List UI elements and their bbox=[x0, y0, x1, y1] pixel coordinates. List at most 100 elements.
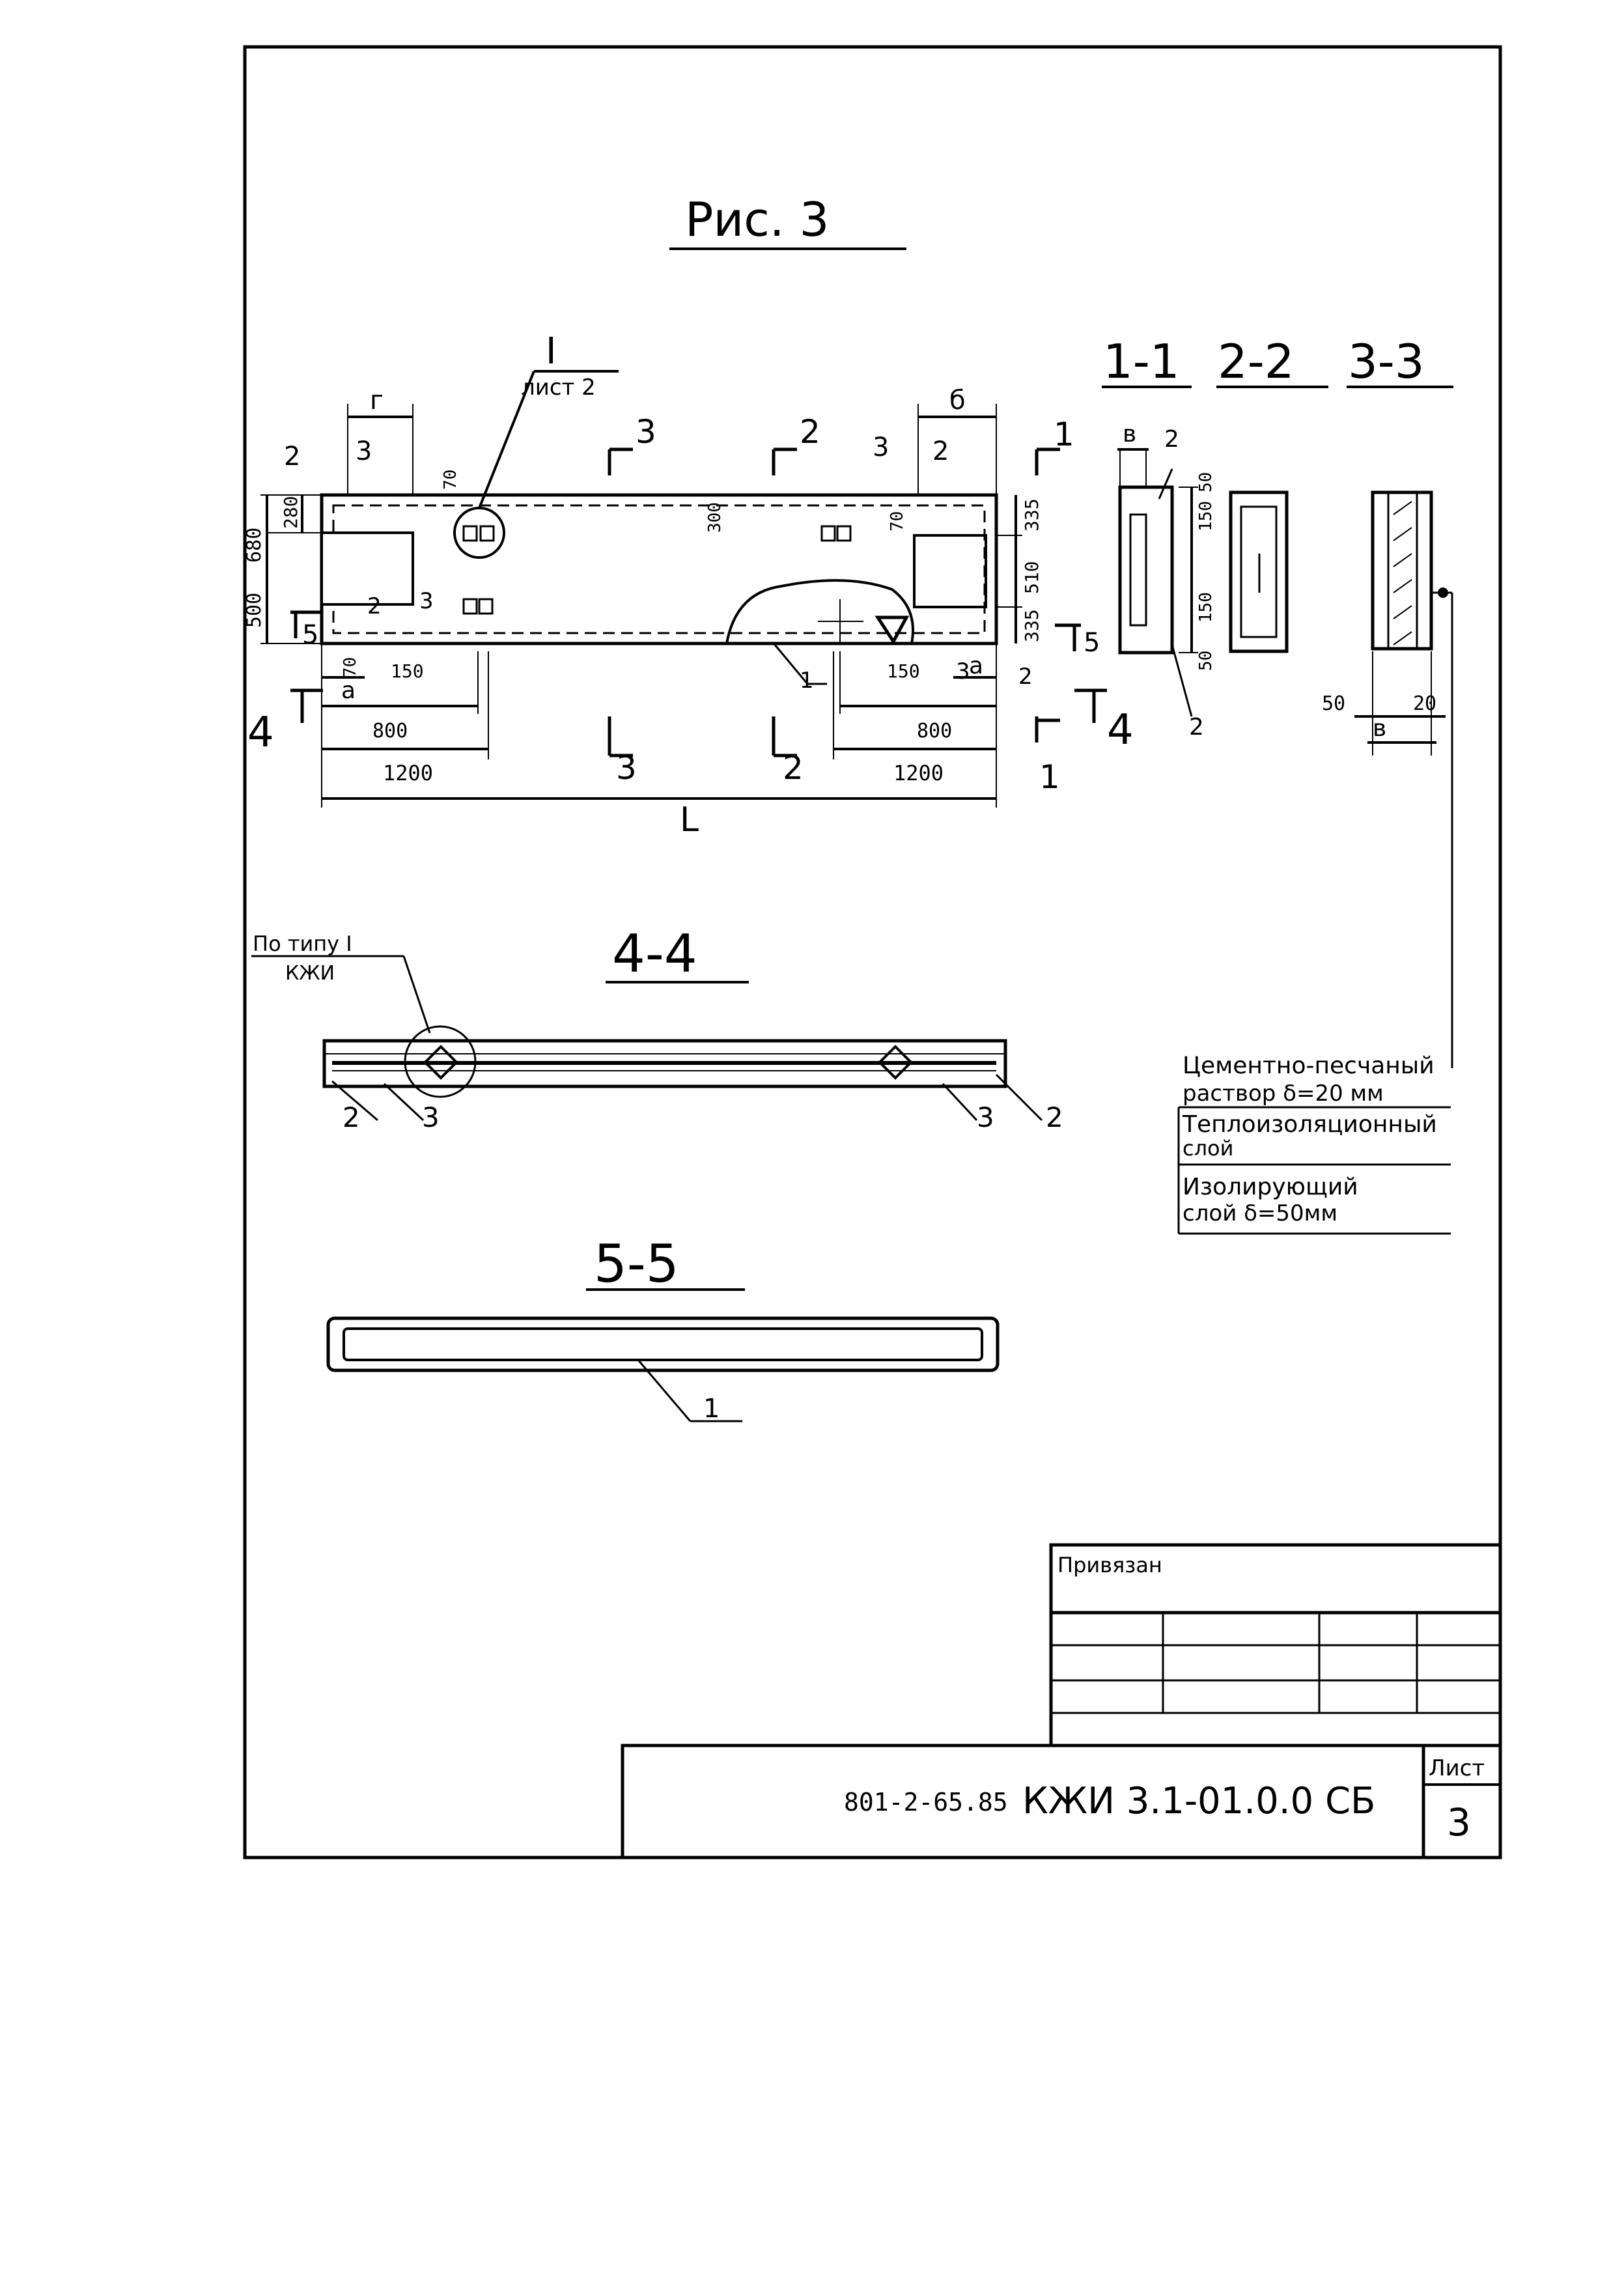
legend-row1-line2: раствор δ=20 мм bbox=[1183, 1081, 1384, 1107]
dim-text-L: L bbox=[680, 800, 699, 840]
embedded-part bbox=[423, 1045, 458, 1080]
dim-text-50: 50 bbox=[1322, 692, 1345, 715]
bound-label: Привязан bbox=[1057, 1553, 1162, 1577]
leader-2 bbox=[995, 1073, 1043, 1122]
pos-label-3: 3 bbox=[356, 436, 372, 466]
figure-title: Рис. 3 bbox=[685, 192, 829, 247]
dim-text-335: 335 bbox=[1021, 609, 1043, 642]
dim-text-300: 300 bbox=[705, 502, 725, 533]
section-outline bbox=[326, 1316, 1000, 1372]
section-outline bbox=[1371, 490, 1433, 651]
section-note-line2: КЖИ bbox=[285, 962, 335, 985]
node-circle bbox=[453, 507, 505, 559]
cut-label-1: 1 bbox=[1054, 416, 1074, 453]
pos-label-3: 3 bbox=[422, 1101, 440, 1133]
sheet-label: Лист bbox=[1429, 1755, 1485, 1781]
section-outline bbox=[322, 1039, 1007, 1088]
cut-label-1: 1 bbox=[1039, 758, 1060, 796]
dim-text-b: б bbox=[949, 386, 966, 416]
insulation-hatch bbox=[1393, 501, 1412, 645]
section-title-2-2: 2-2 bbox=[1218, 334, 1295, 389]
cut-mark-3-top bbox=[608, 447, 633, 475]
dim-text-150: 150 bbox=[391, 660, 424, 682]
leader-1 bbox=[637, 1359, 692, 1422]
section-title-5-5: 5-5 bbox=[594, 1234, 679, 1294]
section-note-line1: По типу I bbox=[253, 931, 352, 956]
dim-text-v: в bbox=[1123, 421, 1136, 447]
cutaway-symbol bbox=[875, 615, 910, 645]
section-title-3-3: 3-3 bbox=[1348, 334, 1425, 389]
dim-text-800: 800 bbox=[372, 720, 408, 742]
leader-2 bbox=[331, 1080, 378, 1122]
node-leader bbox=[478, 371, 535, 509]
node-circle bbox=[404, 1025, 477, 1098]
leader-2 bbox=[1171, 644, 1193, 717]
dim-text-1200: 1200 bbox=[383, 761, 433, 785]
node-ref-label: I bbox=[546, 330, 557, 373]
dim-text-70: 70 bbox=[888, 511, 907, 531]
section-3-3 bbox=[1354, 490, 1453, 1068]
section-1-1 bbox=[1117, 448, 1198, 717]
legend-row3-line2: слой δ=50мм bbox=[1183, 1200, 1337, 1226]
pos-label-1: 1 bbox=[800, 668, 814, 694]
cut-mark-2-top bbox=[772, 447, 797, 475]
dim-text-335: 335 bbox=[1021, 498, 1043, 531]
dim-text-a: а bbox=[969, 653, 983, 679]
dim-text-20: 20 bbox=[1413, 692, 1436, 715]
section-3-3-labels: 50 20 в bbox=[1322, 692, 1436, 742]
pos-label-3: 3 bbox=[419, 588, 434, 614]
cut-label-4: 4 bbox=[247, 709, 274, 757]
dim-text-800: 800 bbox=[917, 720, 952, 742]
leader-3 bbox=[383, 1082, 425, 1122]
dim-text-50: 50 bbox=[1196, 651, 1216, 671]
leader-3 bbox=[942, 1082, 978, 1122]
cut-label-5: 5 bbox=[1084, 628, 1100, 658]
cut-label-4: 4 bbox=[1107, 706, 1134, 754]
section-4-4 bbox=[322, 955, 1043, 1122]
pos-label-2: 2 bbox=[1189, 714, 1204, 741]
dim-text-50: 50 bbox=[1196, 472, 1216, 492]
dim-text-150: 150 bbox=[887, 660, 920, 682]
cut-mark-3-bottom bbox=[608, 716, 633, 757]
note-leader bbox=[402, 955, 431, 1034]
pos-label-3: 3 bbox=[956, 658, 970, 685]
dim-text-g: г bbox=[370, 386, 384, 416]
legend-row1-line1: Цементно-песчаный bbox=[1183, 1053, 1435, 1079]
pos-label-1: 1 bbox=[703, 1394, 720, 1424]
designation-cell bbox=[621, 1744, 1502, 1859]
pos-label-2: 2 bbox=[367, 593, 382, 619]
dim-text-150: 150 bbox=[1196, 592, 1216, 623]
leader-2-top bbox=[1158, 468, 1173, 500]
cutaway-line bbox=[725, 579, 914, 644]
pos-label-2: 2 bbox=[1018, 664, 1033, 690]
sheet-number: 3 bbox=[1447, 1800, 1471, 1845]
cut-mark-4-right bbox=[1074, 688, 1107, 723]
dim-text-a: а bbox=[341, 677, 356, 704]
bound-cell bbox=[1049, 1543, 1502, 1615]
section-titles-top: 1-1 2-2 3-3 bbox=[1102, 334, 1453, 389]
legend-row2-line1: Теплоизоляционный bbox=[1182, 1111, 1437, 1138]
cut-label-3: 3 bbox=[616, 749, 637, 787]
cut-label-2: 2 bbox=[800, 413, 820, 451]
pos-label-2: 2 bbox=[343, 1101, 360, 1133]
pos-label-3: 3 bbox=[977, 1101, 994, 1133]
section-title-1-1: 1-1 bbox=[1103, 334, 1180, 389]
cut-mark-4-left bbox=[290, 688, 323, 723]
lifting-loop bbox=[820, 525, 836, 542]
cut-label-3: 3 bbox=[636, 413, 656, 451]
pos-label-2: 2 bbox=[1164, 426, 1179, 453]
legend-labels: Цементно-песчаный раствор δ=20 мм Теплои… bbox=[1182, 1053, 1437, 1226]
section-4-4-labels: 2 3 3 2 bbox=[343, 1101, 1063, 1133]
node-loop bbox=[462, 525, 478, 542]
dim-text-680: 680 bbox=[243, 528, 266, 563]
node-loop bbox=[479, 525, 495, 542]
section-5-5 bbox=[326, 1316, 1000, 1422]
cut-label-5: 5 bbox=[302, 620, 318, 650]
dim-text-v: в bbox=[1373, 715, 1386, 742]
node-ref-sheet: лист 2 bbox=[521, 375, 596, 401]
dim-text-280: 280 bbox=[280, 496, 301, 529]
section-outline bbox=[1229, 490, 1289, 653]
cut-mark-1-top bbox=[1035, 447, 1060, 475]
project-code: 801-2-65.85 bbox=[844, 1788, 1008, 1816]
